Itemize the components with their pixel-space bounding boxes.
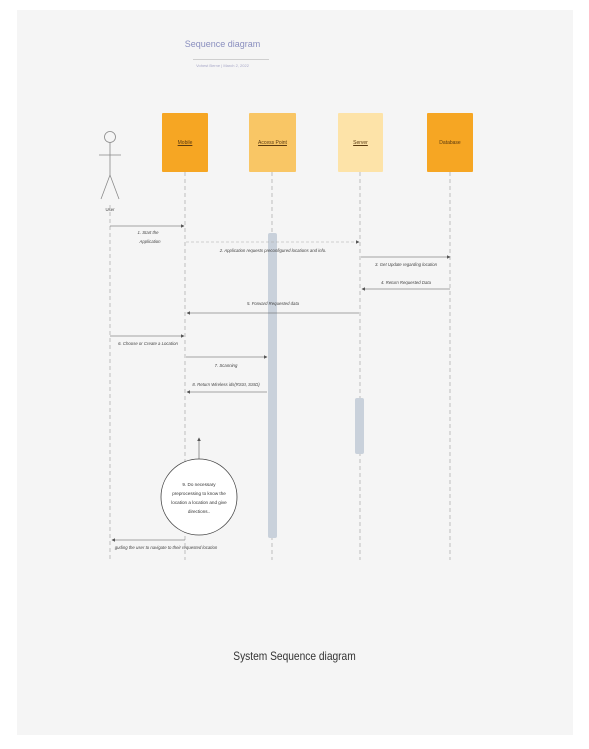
message-6-label: 6. Choose or Create a Location <box>118 341 178 346</box>
participant-access-point-label: Access Point <box>258 139 287 146</box>
message-7-label: 7. Scanning <box>215 363 238 368</box>
message-3-label: 3. Get Update regarding location <box>375 262 438 267</box>
diagram-caption: System Sequence diagram <box>233 649 356 663</box>
message-1-label-line1: 1. Start the <box>137 230 159 235</box>
message-5-label: 5. Forward Requested data <box>247 301 300 306</box>
note-line-4: directions.. <box>188 509 210 514</box>
processing-note[interactable] <box>160 458 238 536</box>
message-2-label: 2. Application requests preconfigured lo… <box>219 248 327 253</box>
activation-access-point <box>268 233 277 538</box>
note-line-2: preprocessing to know the <box>172 491 226 496</box>
final-message-label: guding the user to navigate to their req… <box>115 545 218 550</box>
diagram-title: Sequence diagram <box>184 39 261 49</box>
user-actor[interactable] <box>99 131 121 200</box>
participant-mobile-label: Mobile <box>177 139 193 146</box>
title-underline <box>193 59 269 60</box>
participant-database-label: Database <box>439 139 461 146</box>
message-1-label-line2: Application <box>138 239 161 244</box>
note-line-1: 9. Do necessary <box>182 482 216 487</box>
participant-database[interactable]: Database <box>427 113 473 172</box>
message-4-label: 4. Return Requested Data <box>381 280 432 285</box>
participant-server[interactable]: Server <box>338 113 383 172</box>
diagram-subtitle: Vohest Berne | March 2, 2022 <box>196 63 249 68</box>
participant-server-label: Server <box>353 139 368 146</box>
participant-access-point[interactable]: Access Point <box>249 113 296 172</box>
note-line-3: location a location and give <box>171 500 227 505</box>
message-8-label: 8. Return Wireless ids(RSSI, SSID) <box>192 382 260 387</box>
participant-mobile[interactable]: Mobile <box>162 113 208 172</box>
actor-label: User <box>105 207 115 212</box>
activation-server <box>355 398 364 454</box>
